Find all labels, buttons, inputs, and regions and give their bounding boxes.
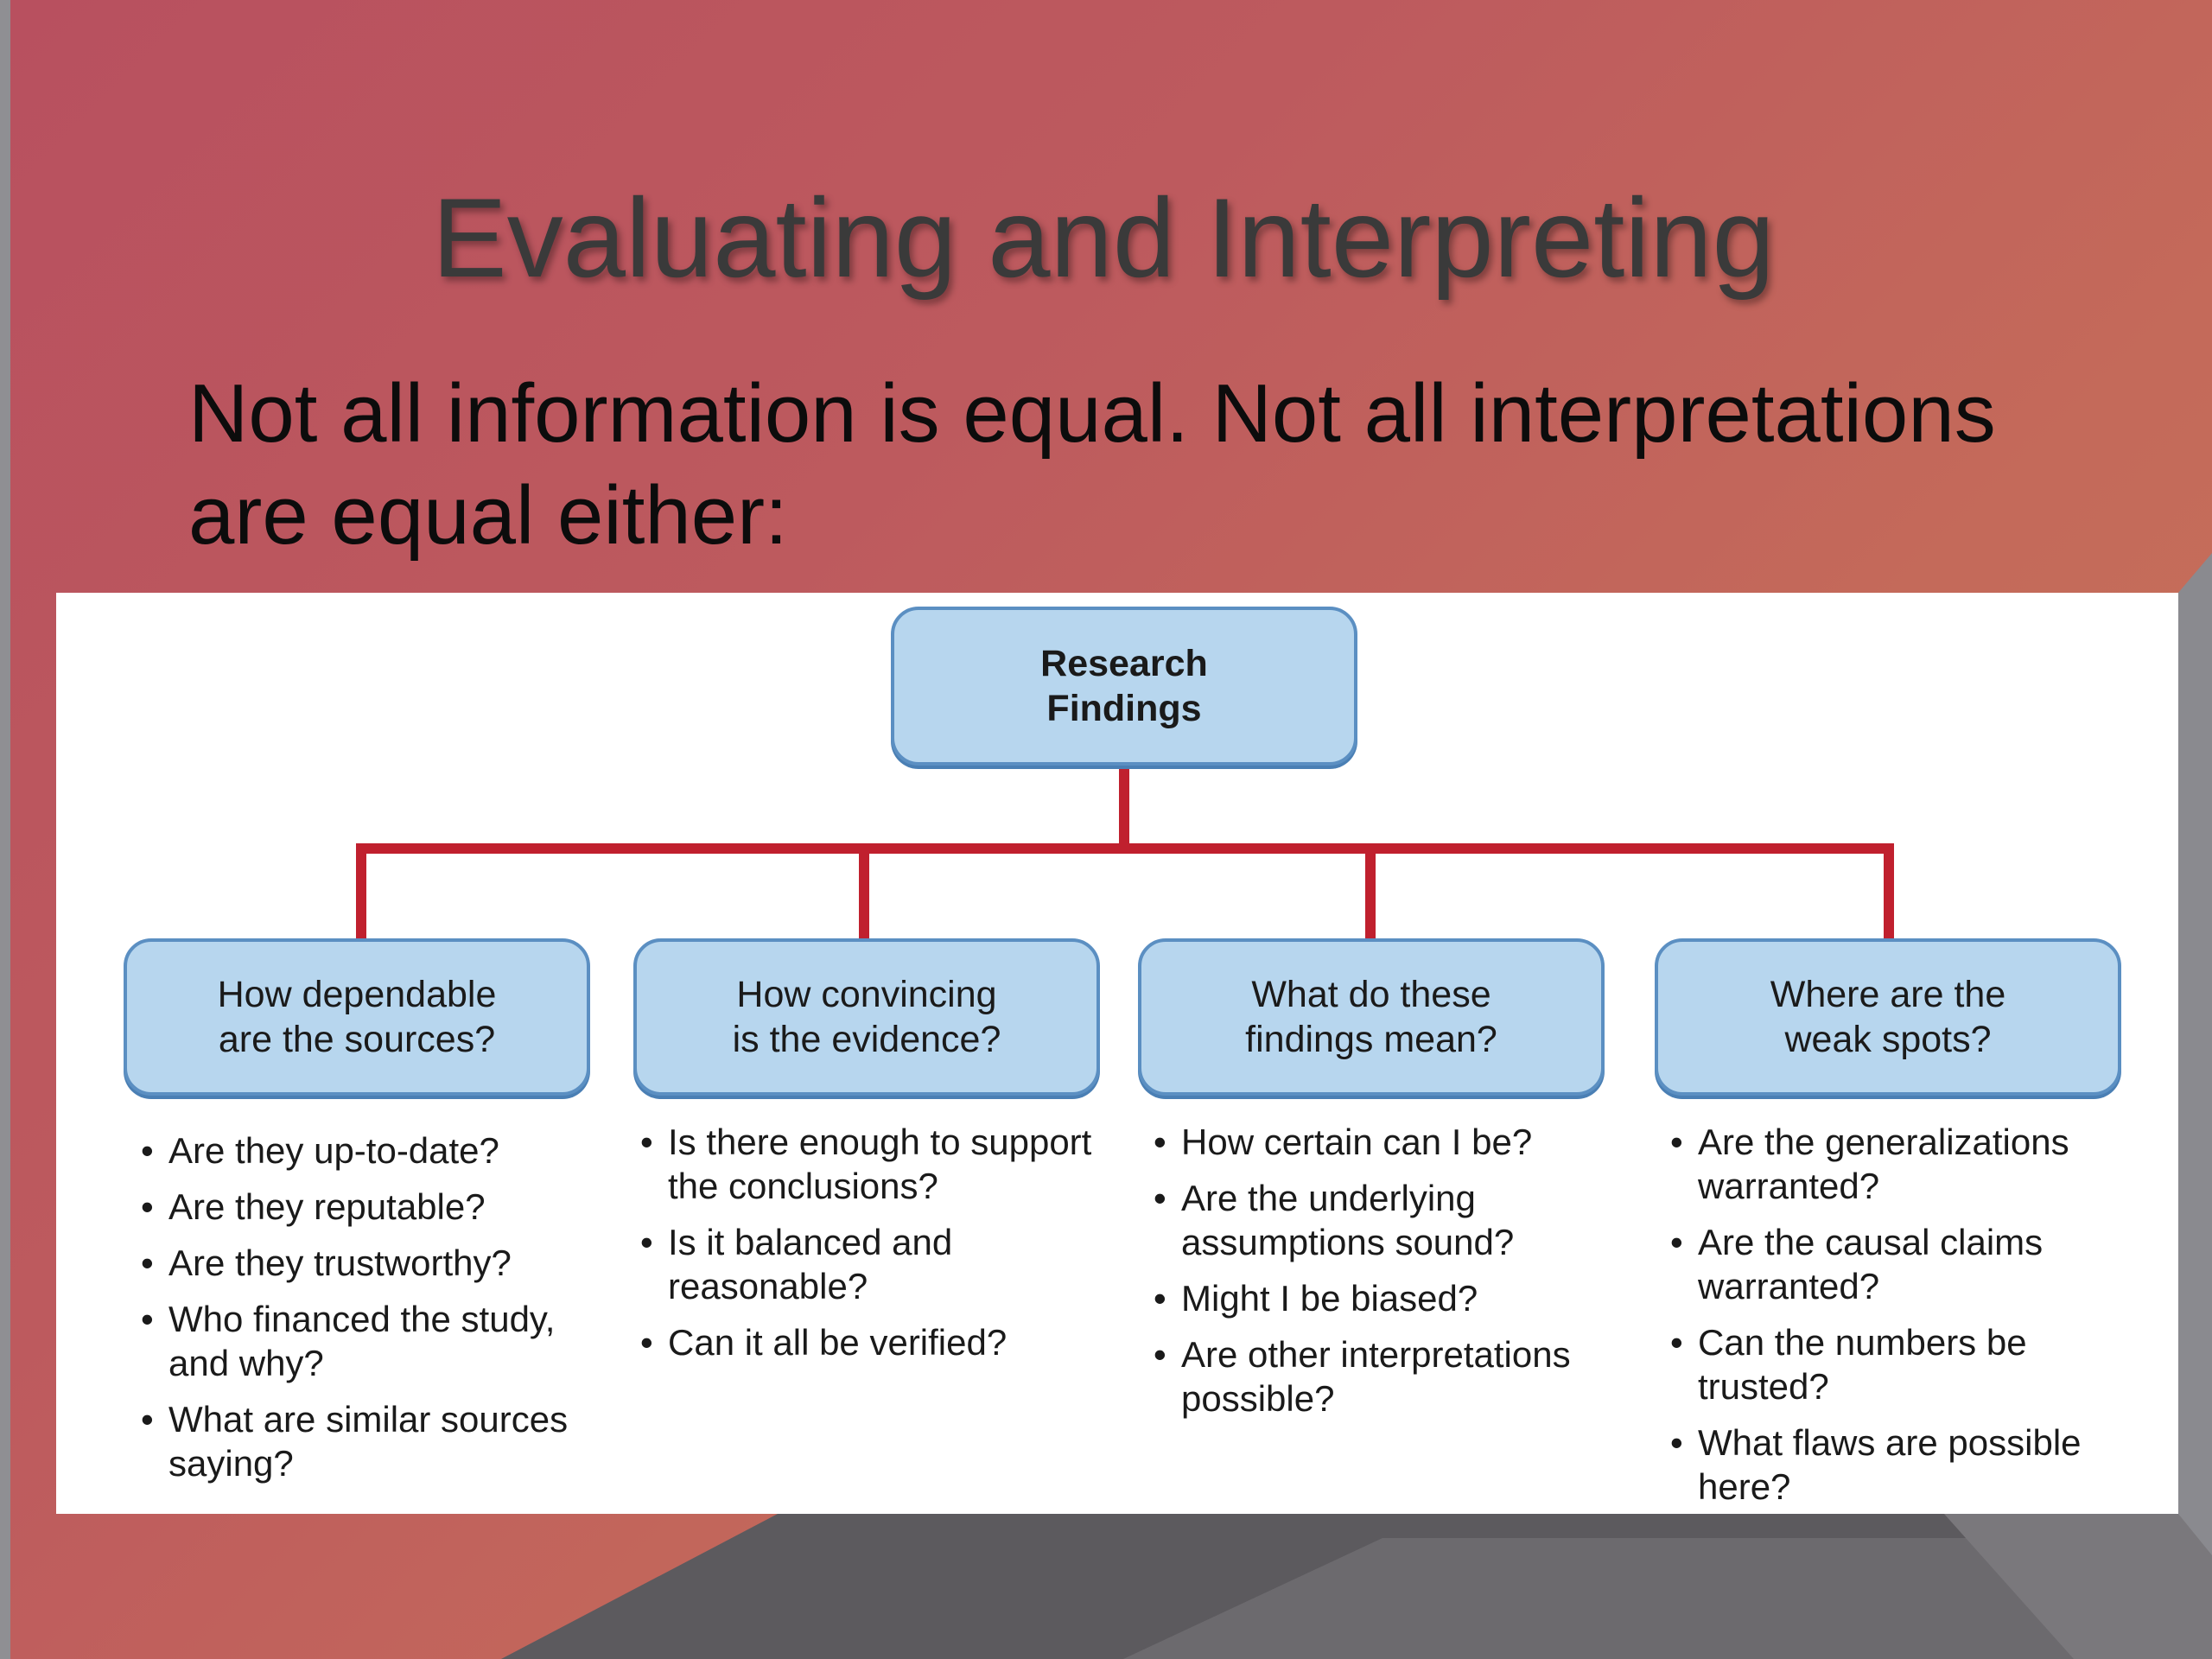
category-node-meaning: What do these findings mean? <box>1138 938 1605 1096</box>
category-node-evidence: How convincing is the evidence? <box>633 938 1100 1096</box>
list-item: Are they reputable? <box>136 1185 585 1229</box>
list-item: How certain can I be? <box>1148 1120 1641 1164</box>
diagram-panel: Research Findings How dependable are the… <box>56 593 2178 1514</box>
list-item: Are the generalizations warranted? <box>1665 1120 2158 1208</box>
list-item: Can the numbers be trusted? <box>1665 1320 2158 1408</box>
list-item: Who financed the study, and why? <box>136 1297 585 1385</box>
list-item: Are other interpretations possible? <box>1148 1332 1641 1421</box>
slide-subtitle: Not all information is equal. Not all in… <box>188 367 1996 562</box>
list-item: Is there enough to support the conclusio… <box>635 1120 1136 1208</box>
list-item: What are similar sources saying? <box>136 1397 585 1485</box>
question-list-meaning: How certain can I be? Are the underlying… <box>1148 1120 1641 1433</box>
category-node-sources: How dependable are the sources? <box>124 938 590 1096</box>
question-list-evidence: Is there enough to support the conclusio… <box>635 1120 1136 1376</box>
list-item: Are they up-to-date? <box>136 1128 585 1173</box>
category-node-weak-spots: Where are the weak spots? <box>1655 938 2121 1096</box>
list-item: What flaws are possible here? <box>1665 1421 2158 1509</box>
list-item: Can it all be verified? <box>635 1320 1136 1364</box>
tree-connectors <box>356 764 1894 944</box>
root-node-research-findings: Research Findings <box>891 607 1357 766</box>
list-item: Are the causal claims warranted? <box>1665 1220 2158 1308</box>
list-item: Are the underlying assumptions sound? <box>1148 1176 1641 1264</box>
slide-left-edge <box>0 0 10 1659</box>
slide-title: Evaluating and Interpreting <box>432 175 1775 301</box>
question-list-weak-spots: Are the generalizations warranted? Are t… <box>1665 1120 2158 1521</box>
list-item: Are they trustworthy? <box>136 1241 585 1285</box>
question-list-sources: Are they up-to-date? Are they reputable?… <box>136 1128 585 1497</box>
list-item: Is it balanced and reasonable? <box>635 1220 1136 1308</box>
list-item: Might I be biased? <box>1148 1276 1641 1320</box>
